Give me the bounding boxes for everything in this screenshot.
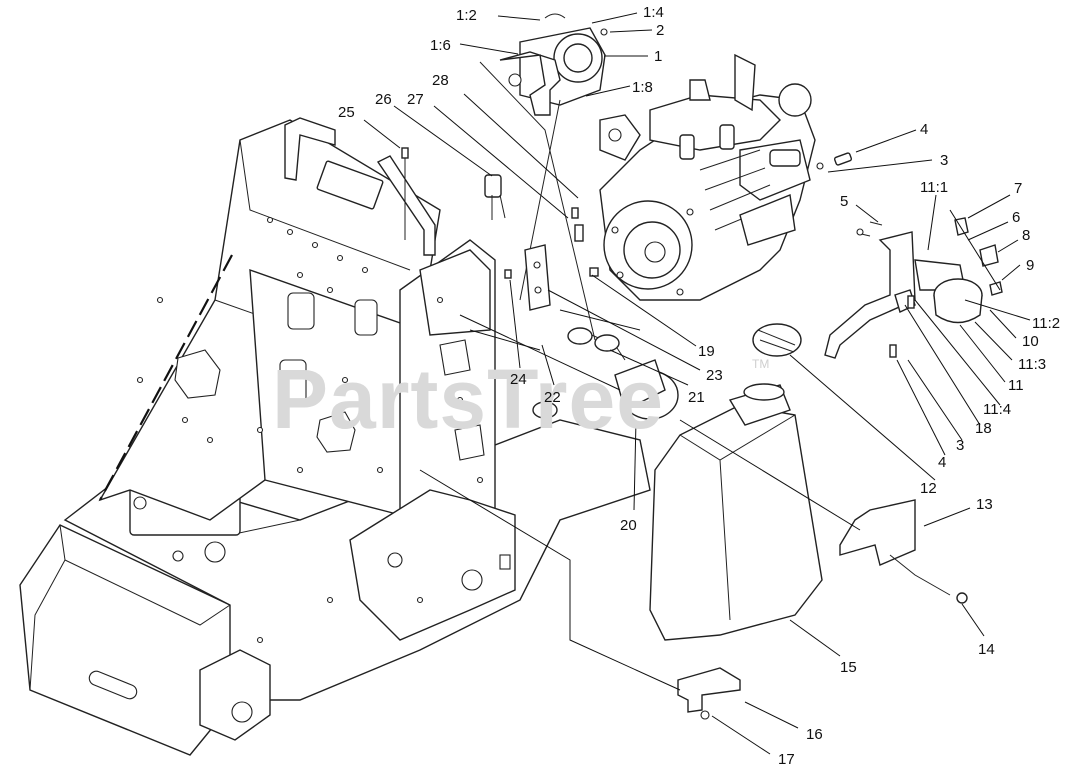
callout-11-1: 11:1 bbox=[920, 179, 948, 196]
callout-labels: 1:2 1:4 2 1:6 1 28 1:8 26 27 25 4 3 11:1… bbox=[338, 4, 1060, 768]
callout-18: 18 bbox=[975, 420, 992, 437]
callout-11-3: 11:3 bbox=[1018, 356, 1046, 373]
watermark: PartsTree TM bbox=[272, 352, 769, 446]
callout-4-top: 4 bbox=[920, 121, 928, 138]
callout-22: 22 bbox=[544, 389, 561, 406]
callout-26: 26 bbox=[375, 91, 392, 108]
fasteners bbox=[401, 147, 915, 358]
callout-11-4: 11:4 bbox=[983, 401, 1011, 418]
callout-8: 8 bbox=[1022, 227, 1030, 244]
callout-14: 14 bbox=[978, 641, 995, 658]
callout-6: 6 bbox=[1012, 209, 1020, 226]
callout-24: 24 bbox=[510, 371, 527, 388]
callout-20: 20 bbox=[620, 517, 637, 534]
callout-1-6: 1:6 bbox=[430, 37, 451, 54]
callout-11-2: 11:2 bbox=[1032, 315, 1060, 332]
callout-9: 9 bbox=[1026, 257, 1034, 274]
callout-12: 12 bbox=[920, 480, 937, 497]
callout-2-top: 2 bbox=[656, 22, 664, 39]
callout-3-bottom: 3 bbox=[956, 437, 964, 454]
fuel-tank bbox=[649, 323, 823, 641]
tank-bracket bbox=[839, 499, 968, 604]
watermark-tm: TM bbox=[752, 357, 769, 371]
callout-1-2: 1:2 bbox=[456, 7, 477, 24]
callout-17: 17 bbox=[778, 751, 795, 768]
callout-1: 1 bbox=[654, 48, 662, 65]
callout-28: 28 bbox=[432, 72, 449, 89]
callout-25: 25 bbox=[338, 104, 355, 121]
callout-3-top: 3 bbox=[940, 152, 948, 169]
callout-21: 21 bbox=[688, 389, 705, 406]
callout-19: 19 bbox=[698, 343, 715, 360]
callout-23: 23 bbox=[706, 367, 723, 384]
machine-frame bbox=[19, 117, 651, 756]
callout-7: 7 bbox=[1014, 180, 1022, 197]
callout-1-4: 1:4 bbox=[643, 4, 664, 21]
callout-5: 5 bbox=[840, 193, 848, 210]
callout-10: 10 bbox=[1022, 333, 1039, 350]
callout-1-8: 1:8 bbox=[632, 79, 653, 96]
callout-27: 27 bbox=[407, 91, 424, 108]
callout-16: 16 bbox=[806, 726, 823, 743]
filter-bracket bbox=[824, 217, 1003, 359]
callout-4-bottom: 4 bbox=[938, 454, 946, 471]
support-bracket bbox=[677, 667, 741, 720]
watermark-text: PartsTree bbox=[272, 352, 664, 446]
callout-11: 11 bbox=[1008, 377, 1024, 394]
leader-lines bbox=[363, 12, 1031, 755]
callout-13: 13 bbox=[976, 496, 993, 513]
fuel-filter bbox=[524, 244, 679, 420]
callout-15: 15 bbox=[840, 659, 857, 676]
engine bbox=[599, 53, 816, 301]
